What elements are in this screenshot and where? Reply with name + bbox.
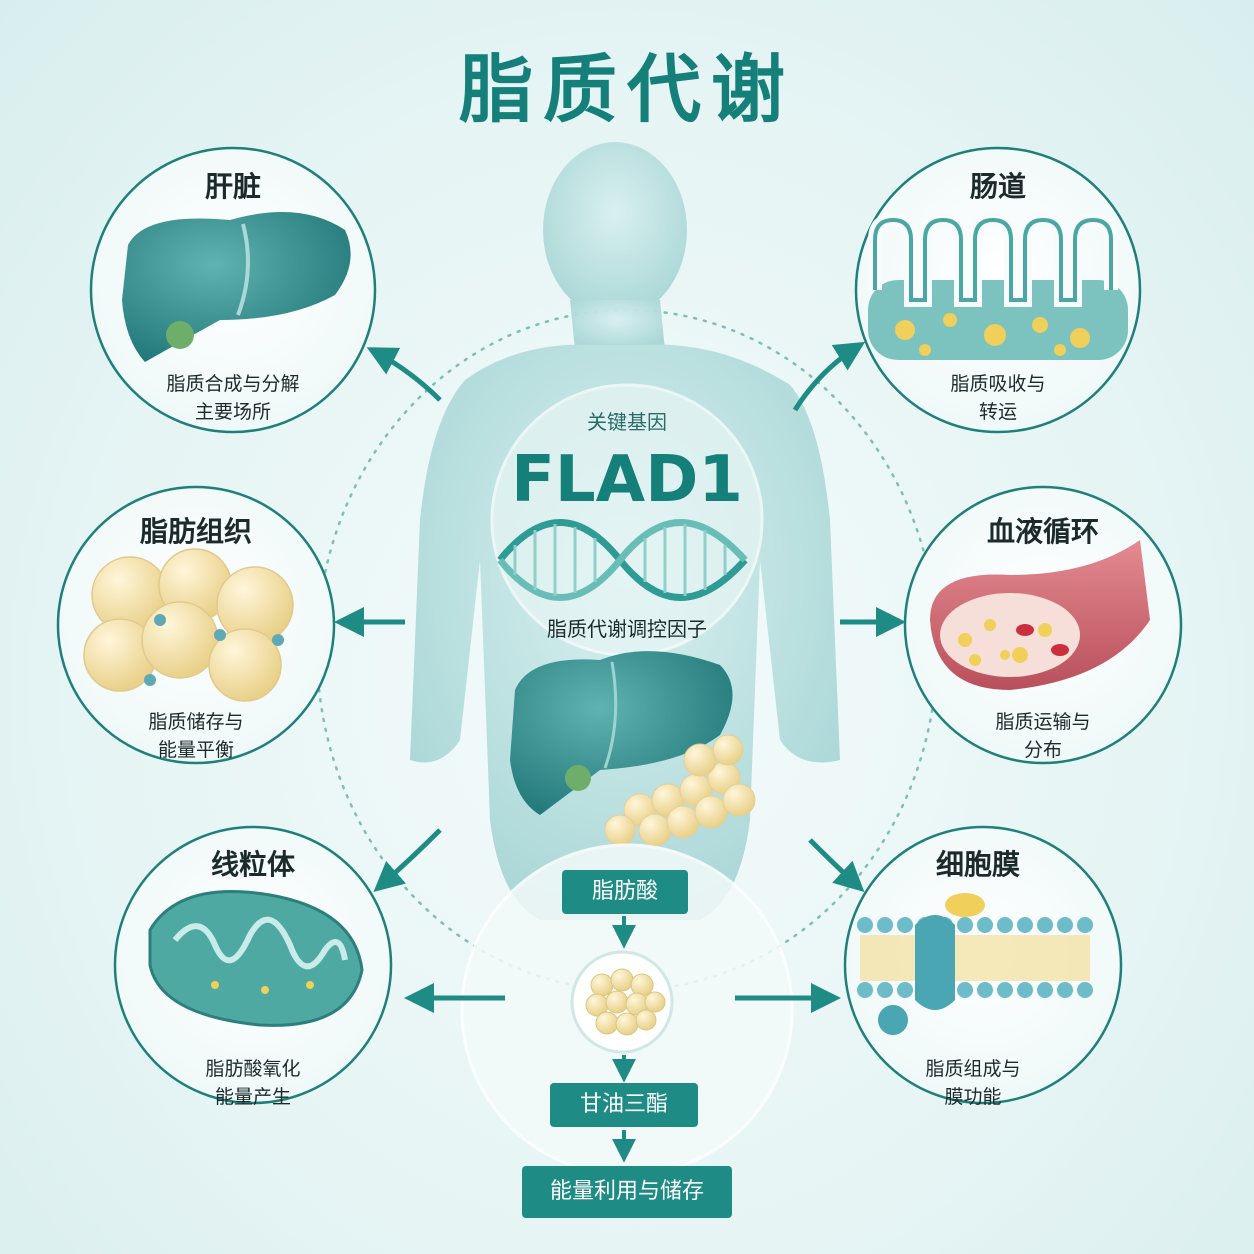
organ-name-blood: 血液循环	[986, 515, 1099, 548]
organ-desc-adipose-2: 能量平衡	[157, 739, 234, 761]
organ-desc-blood-1: 脂质运输与	[995, 711, 1091, 733]
arrow-to-intestine	[792, 341, 866, 412]
page-title: 脂质代谢	[459, 47, 795, 133]
organ-circle-blood	[903, 485, 1183, 765]
arrow-to-mitochondria	[373, 828, 442, 892]
organ-name-membrane: 细胞膜	[935, 848, 1020, 881]
membrane-bilayer-icon	[857, 893, 1093, 1035]
fatty-droplet-icon	[585, 968, 666, 1036]
organ-desc-liver-1: 脂质合成与分解	[166, 373, 300, 395]
flow-step-fatty-acid: 脂肪酸	[562, 870, 688, 914]
organ-circle-liver	[89, 146, 377, 434]
organ-name-intestine: 肠道	[969, 170, 1026, 203]
central-fat-cluster-icon	[604, 734, 756, 847]
organ-name-adipose: 脂肪组织	[139, 515, 252, 548]
gene-role: 脂质代谢调控因子	[547, 617, 707, 641]
organ-desc-mitochondria-2: 能量产生	[214, 1086, 291, 1108]
organ-circle-adipose	[56, 485, 336, 765]
organ-desc-blood-2: 分布	[1023, 739, 1062, 761]
organ-desc-adipose-1: 脂质储存与	[148, 711, 244, 733]
organ-desc-liver-2: 主要场所	[194, 401, 271, 423]
organ-desc-mitochondria-1: 脂肪酸氧化	[205, 1058, 301, 1080]
gene-caption: 关键基因	[587, 410, 667, 434]
organ-desc-membrane-1: 脂质组成与	[925, 1058, 1021, 1080]
organ-circle-membrane	[843, 825, 1123, 1105]
arrow-to-liver	[366, 347, 442, 402]
organ-circle-intestine	[854, 146, 1142, 434]
organ-desc-intestine-1: 脂质吸收与	[950, 373, 1046, 395]
organ-name-liver: 肝脏	[204, 170, 261, 203]
flow-step-triglyceride: 甘油三酯	[550, 1083, 698, 1127]
gene-name: FLAD1	[511, 443, 743, 517]
dna-helix-icon	[497, 519, 748, 601]
organ-circle-mitochondria	[113, 825, 393, 1105]
central-liver-icon	[510, 651, 733, 815]
flow-step-energy: 能量利用与储存	[522, 1166, 732, 1218]
organ-name-mitochondria: 线粒体	[210, 848, 295, 881]
arrow-to-membrane	[808, 838, 865, 893]
organ-desc-intestine-2: 转运	[978, 401, 1017, 423]
organ-desc-membrane-2: 膜功能	[944, 1086, 1002, 1108]
